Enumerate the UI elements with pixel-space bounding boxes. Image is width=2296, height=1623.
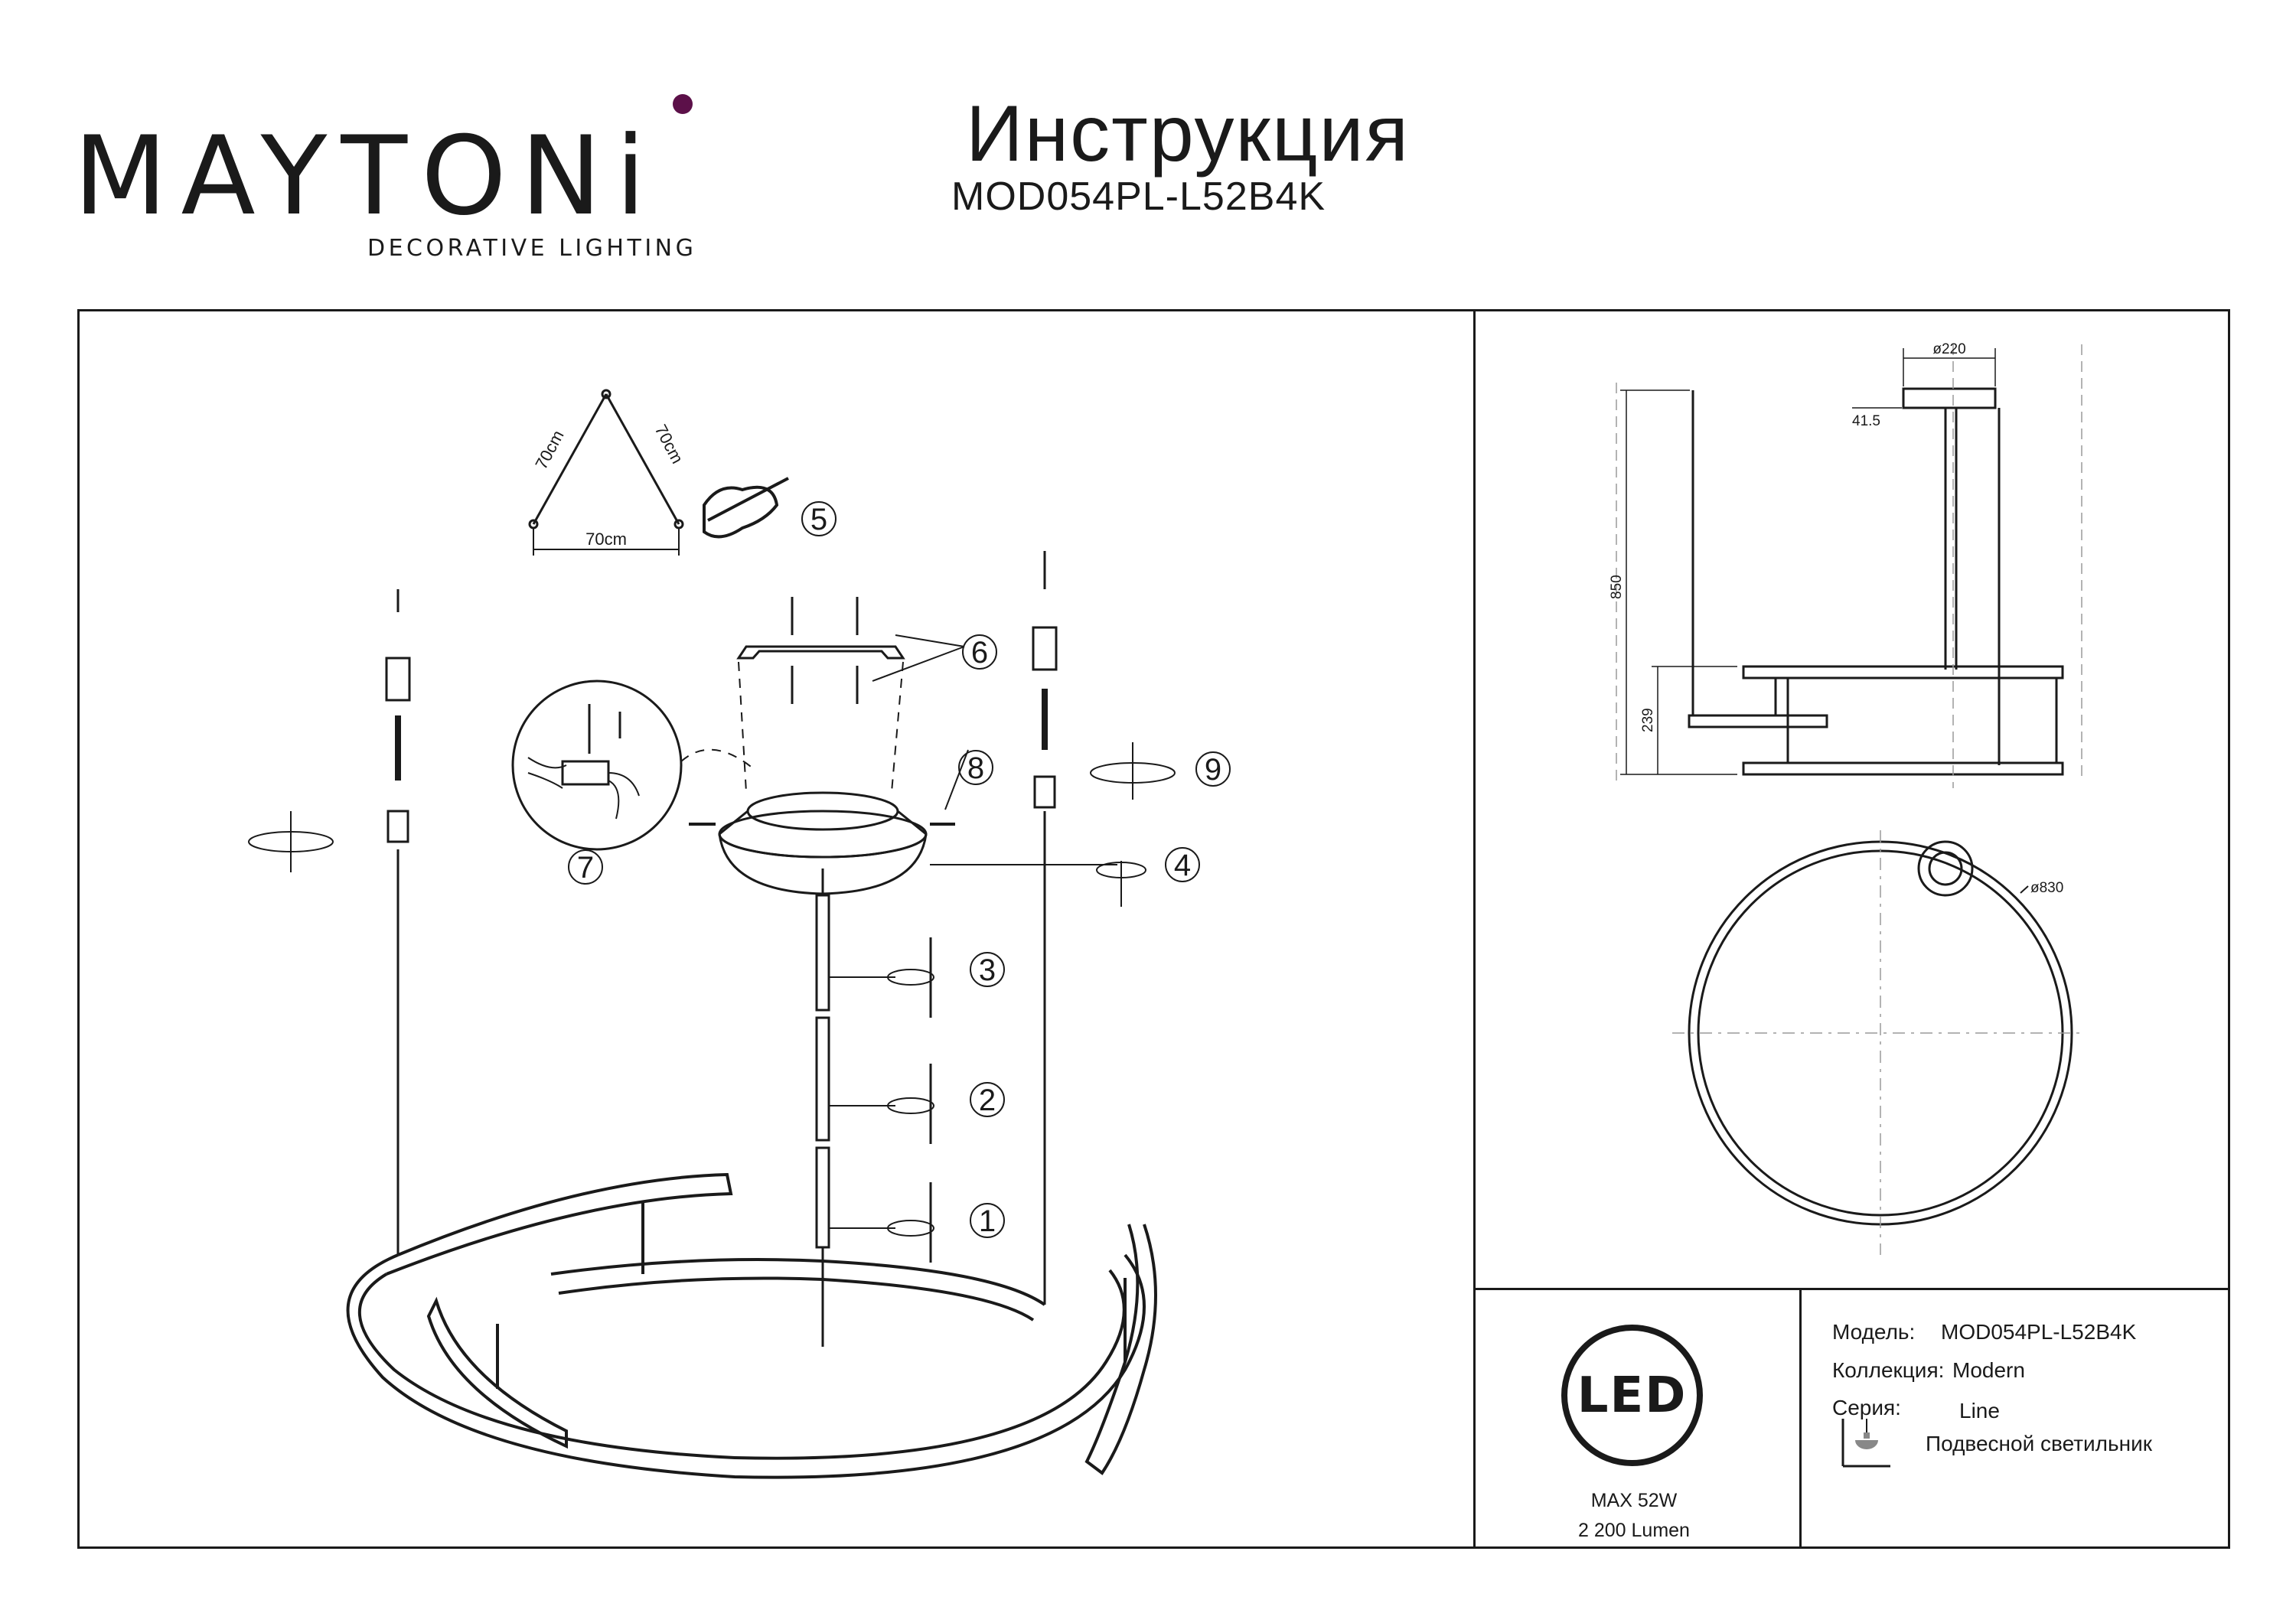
- step-7: 7: [568, 849, 603, 885]
- led-badge-text: LED: [1577, 1367, 1688, 1424]
- wiring-detail: [511, 680, 755, 851]
- series-value: Line: [1959, 1399, 2000, 1423]
- step-3-label: 3: [979, 953, 996, 987]
- triangle-right-label: 70cm: [651, 422, 687, 467]
- series-label: Серия:: [1832, 1396, 1901, 1419]
- rotation-arrows: [248, 742, 1176, 1237]
- step-6: 6: [962, 634, 997, 670]
- power-rating: MAX 52W: [1590, 1490, 1678, 1511]
- lumen-rating: 2 200 Lumen: [1578, 1520, 1690, 1541]
- ring-diameter-label: ø830: [2030, 880, 2063, 896]
- step-2: 2: [970, 1082, 1005, 1117]
- horizontal-divider: [1473, 1288, 2230, 1290]
- model-label: Модель:: [1832, 1320, 1916, 1344]
- central-rod: [815, 869, 932, 1347]
- ring-height-label: 239: [1640, 708, 1656, 732]
- step-6-label: 6: [971, 636, 988, 670]
- step-9: 9: [1195, 751, 1231, 787]
- collection-label: Коллекция:: [1832, 1358, 1945, 1382]
- triangle-template: [528, 389, 789, 556]
- triangle-left-label: 70cm: [531, 427, 567, 472]
- step-8-label: 8: [967, 751, 984, 785]
- step-1: 1: [970, 1203, 1005, 1238]
- step-4: 4: [1165, 847, 1200, 882]
- step-3: 3: [970, 952, 1005, 987]
- triangle-bottom-label: 70cm: [585, 530, 627, 549]
- dimension-lines: [1620, 348, 1996, 775]
- step-9-label: 9: [1205, 753, 1221, 787]
- led-badge: LED: [1561, 1325, 1703, 1466]
- step-1-label: 1: [979, 1204, 996, 1238]
- model-value: MOD054PL-L52B4K: [1941, 1320, 2137, 1344]
- top-view-axis: [1672, 830, 2082, 1255]
- logo-wordmark: MAYTONi: [73, 113, 660, 240]
- spec-divider: [1799, 1288, 1802, 1549]
- center-axis: [1616, 344, 2082, 788]
- type-value: Подвесной светильник: [1926, 1432, 2152, 1455]
- installation-diagram: 1 2 3 4 5 6 7 8 9 70cm 70cm 70cm: [248, 389, 1231, 1479]
- step-5: 5: [801, 501, 837, 536]
- step-7-label: 7: [577, 851, 594, 885]
- right-cable: [1032, 551, 1058, 1305]
- step-5-label: 5: [810, 503, 827, 536]
- step-2-label: 2: [979, 1084, 996, 1117]
- ring-body: [346, 1172, 1157, 1479]
- left-cable: [385, 589, 411, 1255]
- total-height-label: 850: [1609, 575, 1625, 599]
- side-view: [1688, 387, 2064, 776]
- brand-logo: MAYTONi DECORATIVE LIGHTING: [73, 94, 709, 262]
- canopy-diameter-label: ø220: [1932, 341, 1965, 357]
- dimension-drawing: ø220 41.5 850 239 ø830: [1609, 341, 2082, 1255]
- vertical-divider: [1473, 309, 1476, 1549]
- step-4-label: 4: [1174, 849, 1191, 882]
- collection-value: Modern: [1952, 1358, 2025, 1382]
- step-8: 8: [958, 750, 993, 785]
- page-title: Инструкция: [966, 90, 1410, 178]
- canopy: [689, 791, 955, 895]
- canopy-height-label: 41.5: [1852, 413, 1880, 429]
- logo-tagline: DECORATIVE LIGHTING: [367, 235, 697, 262]
- mounting-bracket: [736, 597, 965, 704]
- pendant-lamp-icon: [1841, 1419, 1890, 1468]
- page-model-number: MOD054PL-L52B4K: [951, 174, 1326, 219]
- instruction-frame: [77, 309, 2230, 1549]
- logo-accent-dot: [673, 94, 693, 114]
